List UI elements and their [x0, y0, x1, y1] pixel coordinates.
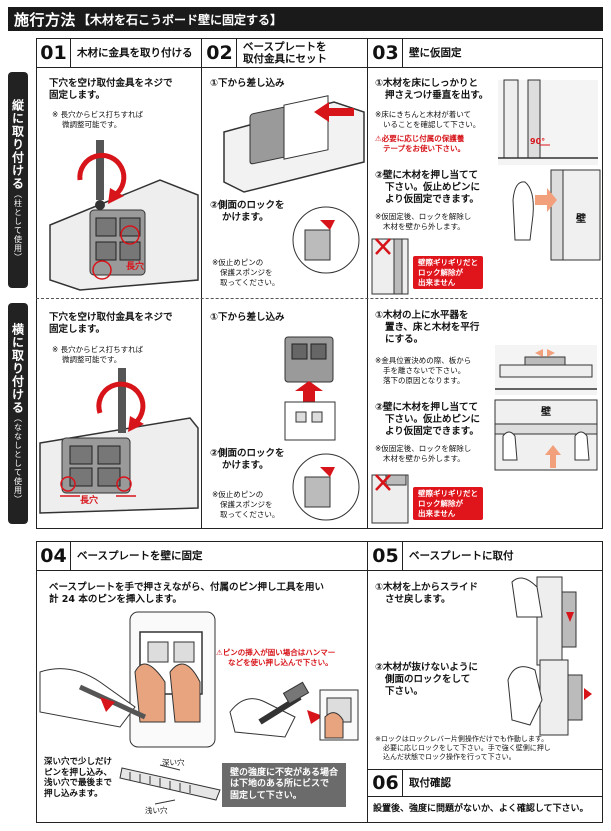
r2-c3-step-a: ①木材の上に水平器を置き、床と木材を平行にする。 [375, 310, 480, 345]
r2-c3-level-illustration [495, 345, 597, 395]
r1-c3-step-b: ②壁に木材を押し当てて下さい。仮止めピンにより仮固定できます。 [375, 170, 481, 205]
r2-c3-note1: ※金具位置決めの際、板から手を離さないで下さい。落下の原因となります。 [375, 356, 472, 385]
r2-c1-bracket-illustration [39, 368, 199, 514]
r1-c3-corner-illustration [371, 238, 409, 295]
s04-deep-shallow-note: 深い穴で少しだけピンを押し込み、浅い穴で最後まで押し込みます。 [44, 757, 113, 799]
side-label-vertical: 縦に取り付ける （柱として使用） [8, 72, 28, 288]
r1-c3-note2: ※仮固定後、ロックを解除し木材を壁から外します。 [375, 212, 472, 231]
r2-c1-longhole-label: 長穴 [80, 496, 99, 506]
s05-step-a: ①木材を上からスライドさせ戻します。 [375, 582, 479, 605]
s04-strength-notice: 壁の強度に不安がある場合は下地のある所にビスで固定して下さい。 [222, 763, 347, 807]
s05-lock-illustration [507, 659, 592, 736]
step-05-header: 05 ベースプレートに取付 [369, 542, 602, 571]
r1-c3-push-illustration [512, 169, 601, 261]
s04-warning: ⚠ピンの挿入が固い場合はハンマーなどを使い押し込んで下さい。 [216, 648, 336, 667]
side-label-horizontal: 横に取り付ける （ななしとして使用） [8, 303, 28, 524]
r2-c2-step-a: ①下から差し込み [210, 312, 285, 323]
s04-shallow-hole-label: 浅い穴 [145, 806, 168, 815]
s06-text: 設置後、強度に問題がないか、よく確認して下さい。 [373, 804, 589, 814]
r1-c2-step-a: ①下から差し込み [210, 78, 285, 89]
r2-c3-step-b: ②壁に木材を押し当てて下さい。仮止めピンにより仮固定できます。 [375, 402, 481, 437]
step-04-header: 04 ベースプレートを壁に固定 [37, 542, 366, 571]
r1-c3-vertical-illustration [498, 79, 598, 165]
r2-c2-insert-illustration [284, 336, 336, 441]
r1-c1-longhole-label: 長穴 [126, 262, 145, 272]
step-03-header: 03 壁に仮固定 [369, 39, 602, 68]
r1-c1-bracket-illustration [49, 140, 199, 291]
r1-c3-angle-label: 90° [530, 137, 546, 146]
page-title: 施行方法 [14, 10, 77, 29]
bottom-steps-frame [36, 541, 603, 823]
r2-c3-red-warning: 壁際ギリギリだとロック解除が出来ません [413, 487, 483, 521]
step-06-header: 06 取付確認 [369, 770, 602, 796]
s04-pin-tool-closeup [119, 764, 221, 805]
s05-step-b: ②木材が抜けないように側面のロックをして下さい。 [375, 662, 478, 697]
r2-c3-push-illustration [494, 399, 598, 471]
step-02-header: 02 ベースプレートを取付金具にセット [203, 39, 366, 68]
r1-c1-note: ※ 長穴からビス打ちすれば微調整可能です。 [52, 110, 144, 129]
s05-note: ※ロックはロックレバー片側操作だけでも作動します。必要に応じロックをして下さい。… [375, 735, 551, 762]
step-01-header: 01 木材に金具を取り付ける [37, 39, 200, 68]
r1-c3-warning: ⚠必要に応じ付属の保護養テープをお使い下さい。 [375, 134, 466, 153]
r1-c2-note: ※仮止めピンの保護スポンジを取ってください。 [212, 258, 280, 287]
s04-instruction: ベースプレートを手で押さえながら、付属のピン押し工具を用い計 24 本のピンを挿… [49, 582, 325, 605]
r2-c2-note: ※仮止めピンの保護スポンジを取ってください。 [212, 490, 280, 519]
s04-hammer-illustration [229, 681, 359, 741]
r1-c3-wall-label: 壁 [576, 214, 586, 225]
r2-c3-wall-label: 壁 [541, 407, 551, 418]
r1-c2-insert-illustration [223, 95, 365, 193]
r2-c3-note2: ※仮固定後、ロックを解除し木材を壁から外します。 [375, 444, 472, 463]
r1-c2-lock-illustration [292, 206, 360, 274]
r1-c1-instruction: 下穴を空け取付金具をネジで固定します。 [49, 78, 173, 101]
r1-c3-red-warning: 壁際ギリギリだとロック解除が出来ません [413, 256, 483, 290]
r1-c3-note1: ※床にきちんと木材が着いていることを確認して下さい。 [375, 110, 481, 129]
s05-slide-illustration [511, 576, 577, 666]
page-title-bar: 施行方法 【木材を石こうボード壁に固定する】 [8, 7, 603, 31]
r2-c3-corner-illustration [371, 474, 409, 524]
top-steps-frame [36, 38, 603, 529]
r2-c1-instruction: 下穴を空け取付金具をネジで固定します。 [49, 312, 173, 335]
s04-deep-hole-label: 深い穴 [162, 758, 185, 767]
page-subtitle: 【木材を石こうボード壁に固定する】 [78, 12, 283, 27]
r2-c1-note: ※ 長穴からビス打ちすれば微調整可能です。 [52, 345, 144, 364]
r1-c2-step-b: ②側面のロックをかけます。 [210, 200, 285, 223]
s04-pin-tool-illustration [39, 611, 216, 748]
r1-c3-step-a: ①木材を床にしっかりと押さえつけ垂直を出す。 [375, 78, 489, 101]
r2-c2-step-b: ②側面のロックをかけます。 [210, 448, 285, 471]
r2-c2-lock-illustration [292, 453, 360, 521]
